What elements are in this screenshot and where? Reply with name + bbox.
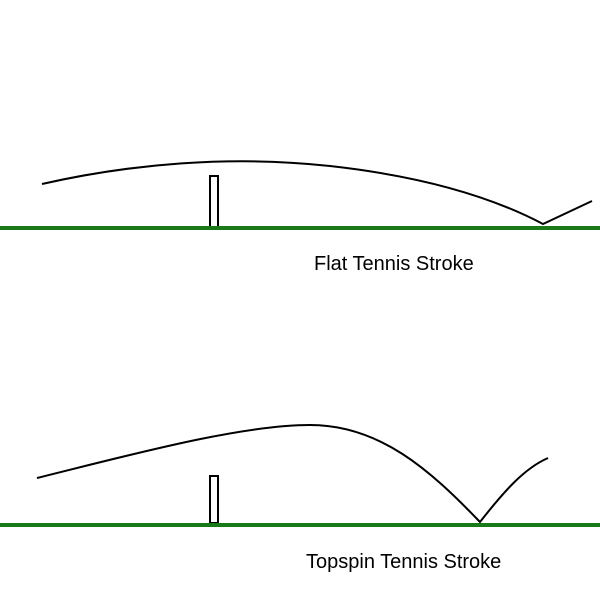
flat-net <box>209 175 219 228</box>
flat-stroke-label: Flat Tennis Stroke <box>314 253 474 275</box>
topspin-stroke-label: Topspin Tennis Stroke <box>306 551 502 573</box>
topspin-net <box>209 475 219 524</box>
flat-stroke-panel <box>0 160 600 230</box>
flat-ball-trajectory <box>41 160 593 226</box>
topspin-stroke-panel <box>0 423 600 527</box>
topspin-ball-trajectory <box>36 423 549 524</box>
